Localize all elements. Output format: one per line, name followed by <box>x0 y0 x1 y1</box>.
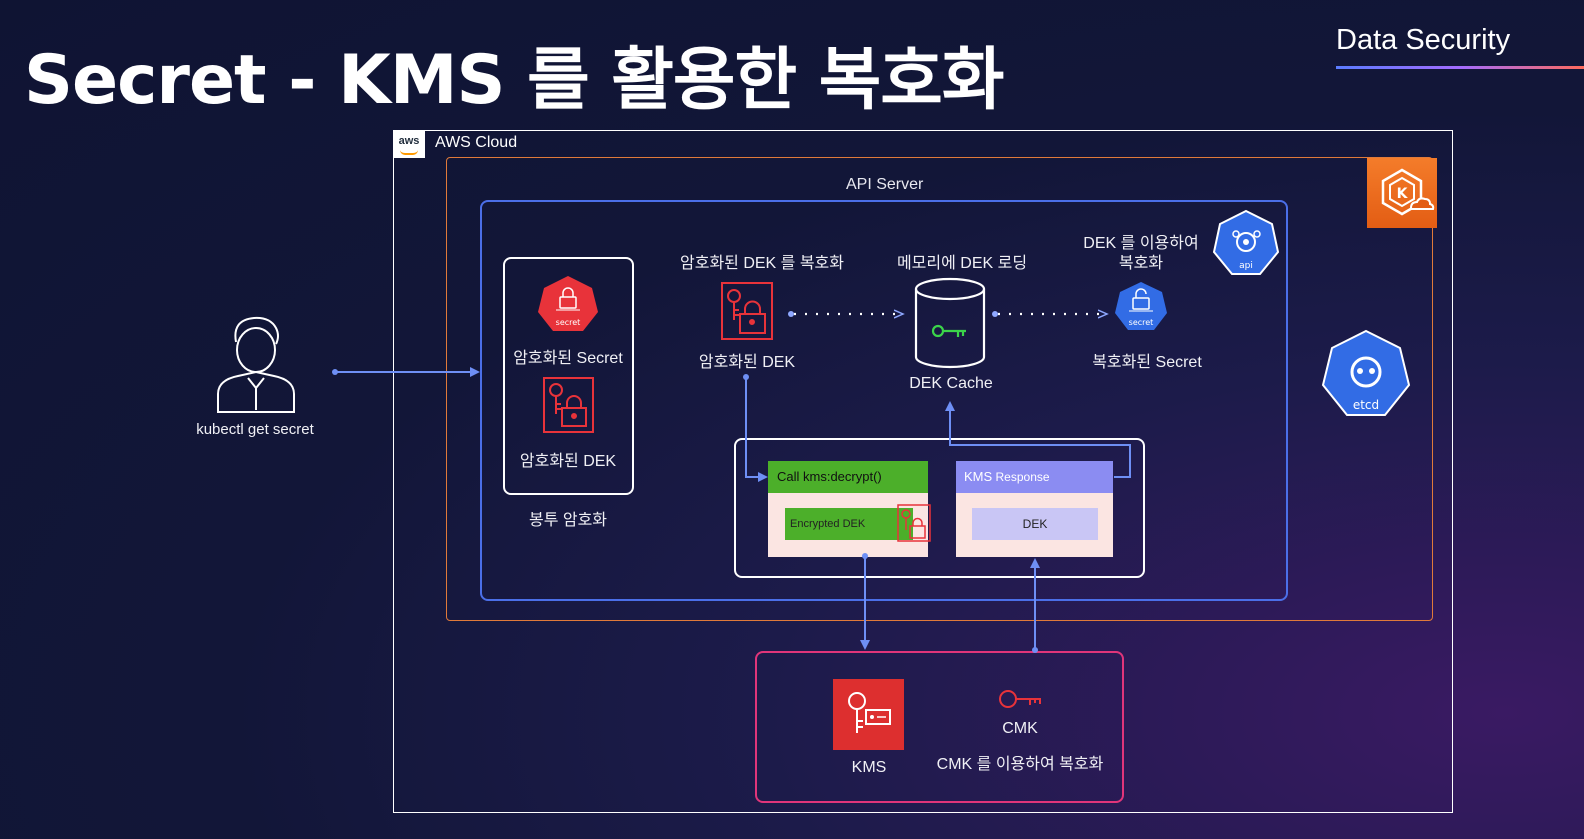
database-cylinder-icon <box>914 277 986 369</box>
dotted-arrow-cache-to-secret <box>992 311 1108 317</box>
decrypt-with-dek-caption-line2: 복호화 <box>1118 255 1164 272</box>
call-header: Call kms:decrypt() <box>768 461 928 493</box>
decrypt-with-dek-caption-line1: DEK 를 이용하여 <box>1083 235 1199 252</box>
section-underline <box>1336 66 1584 69</box>
response-header: KMS Response <box>956 461 1113 493</box>
eks-icon: K <box>1367 158 1437 228</box>
etcd-badge-text: etcd <box>1353 398 1379 412</box>
aws-cloud-label: AWS Cloud <box>435 134 518 151</box>
envelope-encryption-box <box>503 257 634 495</box>
k8s-etcd-icon: etcd <box>1321 329 1411 416</box>
kms-label: KMS <box>851 759 887 776</box>
decrypted-secret-label: 복호화된 Secret <box>1092 354 1202 371</box>
key-lock-icon <box>897 504 931 542</box>
api-server-boundary <box>480 200 1288 601</box>
arrow-user-to-api <box>332 367 480 377</box>
section-label: Data Security <box>1336 24 1511 56</box>
arrow-call-to-kms <box>860 553 870 650</box>
cmk-key-icon <box>999 690 1041 708</box>
response-header-strong: KMS <box>964 469 993 484</box>
eks-cluster-boundary <box>446 157 1433 621</box>
arrow-dek-to-call <box>743 374 768 482</box>
api-badge-text: api <box>1239 261 1253 271</box>
decrypted-secret-icon-text: secret <box>1129 318 1154 327</box>
k8s-api-icon: api <box>1212 209 1280 275</box>
arrow-response-to-cache <box>945 401 1131 478</box>
encrypted-secret-icon-text: secret <box>556 318 581 327</box>
user-label: kubectl get secret <box>196 421 314 438</box>
response-header-rest: Response <box>992 470 1050 484</box>
dek-bar: DEK <box>972 508 1098 540</box>
kms-key-icon <box>833 679 904 750</box>
envelope-encrypted-dek-label: 암호화된 DEK <box>519 453 617 470</box>
svg-text:K: K <box>1397 186 1409 202</box>
key-lock-icon <box>721 282 773 340</box>
encrypted-dek-label: 암호화된 DEK <box>698 354 796 371</box>
envelope-encryption-label: 봉투 암호화 <box>528 512 608 529</box>
encrypted-secret-label: 암호화된 Secret <box>513 350 623 367</box>
aws-logo-smile <box>400 150 418 155</box>
aws-cloud-boundary <box>393 130 1453 813</box>
cmk-caption: CMK 를 이용하여 복호화 <box>936 756 1104 773</box>
decrypt-dek-caption: 암호화된 DEK 를 복호화 <box>680 255 844 272</box>
page-title: Secret - KMS 를 활용한 복호화 <box>24 41 1004 120</box>
dotted-arrow-dek-to-cache <box>788 311 904 317</box>
decrypted-secret-icon: secret <box>1115 282 1167 330</box>
kms-call-box <box>734 438 1145 578</box>
cmk-label: CMK <box>1002 720 1038 737</box>
key-lock-icon <box>543 377 594 433</box>
encrypted-secret-icon: secret <box>538 276 598 331</box>
api-server-label: API Server <box>846 176 924 193</box>
dek-cache-label: DEK Cache <box>909 375 993 392</box>
user-icon <box>217 316 295 413</box>
encrypted-dek-bar: Encrypted DEK <box>785 508 913 540</box>
load-memory-caption: 메모리에 DEK 로딩 <box>896 255 1028 272</box>
arrow-kms-to-response <box>1030 558 1040 653</box>
kms-boundary <box>755 651 1124 803</box>
